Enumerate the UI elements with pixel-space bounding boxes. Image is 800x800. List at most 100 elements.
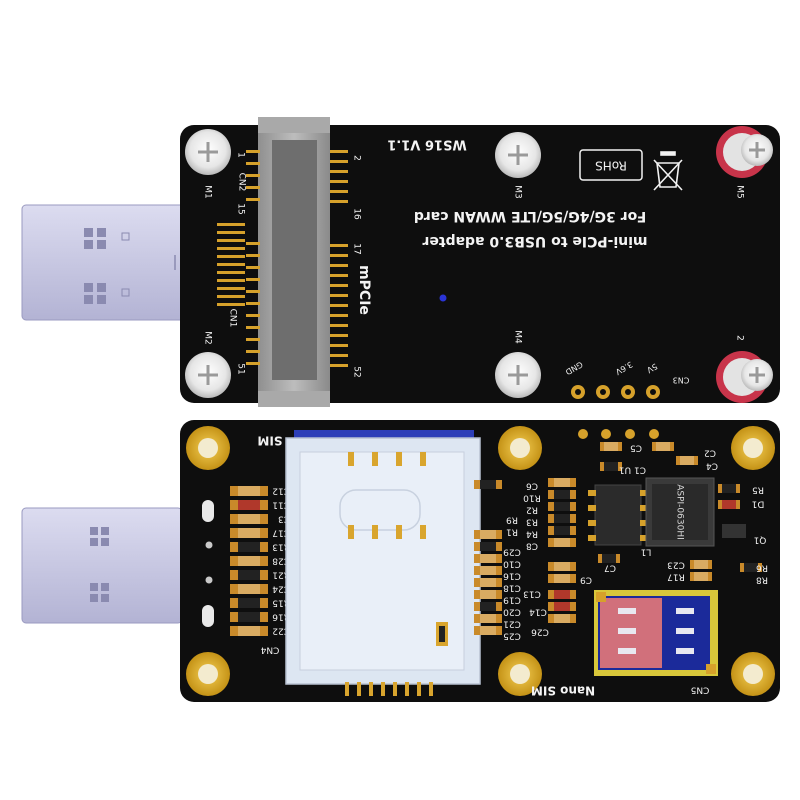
part-label: R13: [272, 542, 290, 552]
bottom-usb-plug: [21, 507, 183, 624]
pin51-label: 51: [236, 363, 246, 374]
pin17-label: 17: [352, 243, 362, 254]
cn3-pads: [571, 385, 660, 399]
part-label: R8: [756, 575, 768, 585]
part-label: C3: [278, 514, 290, 524]
part-label: C19: [503, 595, 521, 605]
left-component-labels: C12 C11 C3 C17 R13 C28 R21 C24 R15 R16 C…: [272, 486, 290, 636]
m2-label: M2: [203, 331, 213, 345]
part-label: C22: [272, 626, 290, 636]
part-label: R15: [272, 598, 290, 608]
part-label: C21: [503, 619, 521, 629]
part-label: C25: [503, 631, 521, 641]
part-label: R10: [523, 493, 541, 503]
rohs-text: RoHS: [595, 159, 627, 173]
part-label: C2: [704, 448, 716, 458]
part-label: C26: [531, 627, 549, 637]
cn5-label: CN5: [691, 685, 710, 695]
part-label: R5: [752, 485, 764, 495]
mpcie-label: mPCIe: [356, 265, 372, 315]
part-label: R4: [526, 529, 538, 539]
inductor: ASPI-0630HI: [645, 477, 715, 547]
part-label: C29: [503, 547, 521, 557]
part-label: L1: [641, 547, 652, 557]
nano-sim-label: Nano SIM: [531, 684, 595, 698]
m5-label: M5: [735, 185, 745, 199]
standoff-m5: [716, 126, 773, 178]
part-label: C11: [272, 500, 290, 510]
part-label: C9: [580, 575, 592, 585]
part-label: R16: [272, 612, 290, 622]
right-small-parts: [598, 442, 762, 581]
m1-label: M1: [203, 185, 213, 199]
part-label: R2: [526, 505, 538, 515]
part-label: R6: [756, 563, 768, 573]
version-label: WS16 V1.1: [387, 137, 466, 152]
usb-solder-slots: [202, 500, 214, 627]
screw-2-label: 2: [735, 335, 745, 341]
sim-bottom-pins: [345, 682, 433, 696]
part-label: R21: [272, 570, 290, 580]
m3-label: M3: [513, 185, 523, 199]
part-label: C1: [634, 465, 646, 475]
part-label: C12: [272, 486, 290, 496]
pad-top-mid: [498, 426, 542, 470]
screw-m4: [495, 352, 541, 398]
led-dot: [439, 294, 447, 302]
part-label: C28: [272, 556, 290, 566]
bottom-board: C12 C11 C3 C17 R13 C28 R21 C24 R15 R16 C…: [21, 420, 780, 702]
cn4-label: CN4: [260, 645, 279, 655]
top-right-pads: [578, 429, 659, 439]
part-label: Q1: [754, 535, 767, 545]
pin2-label: 2: [352, 155, 362, 161]
part-label: C23: [667, 560, 685, 570]
right-component-labels: C5 C2 U1 C1 C4 R5 D1 Q1 R6 C23 R17 C9 C7…: [506, 443, 768, 585]
part-label: C5: [630, 443, 642, 453]
top-board: RoHS WS16 V1.1 For 3G/4G/5G/LTE WWAN car…: [21, 117, 780, 407]
standoff-bottom-right: [716, 351, 773, 403]
part-label: R9: [506, 515, 518, 525]
sim-holder: [285, 430, 481, 685]
part-label: C14: [529, 607, 547, 617]
cn2-label: CN2: [237, 173, 247, 192]
m4-label: M4: [513, 330, 523, 344]
mid-component-labels: C6 R10 R2 R3 R4 C8 R9 C29 C10 C16 C18 C1…: [503, 481, 549, 641]
pad-top-right: [731, 426, 775, 470]
pad-top-left: [186, 426, 230, 470]
slot-pins-left: [246, 150, 260, 365]
rohs-logo: RoHS: [579, 149, 643, 181]
part-label: C20: [503, 607, 521, 617]
part-label: C16: [503, 571, 521, 581]
part-label: C18: [503, 583, 521, 593]
part-label: C4: [706, 461, 718, 471]
pin16-label: 16: [352, 208, 362, 220]
part-label: C17: [272, 528, 290, 538]
pin1-label: 1: [236, 152, 246, 158]
title-line1: mini-PCIe to USB3.0 adapter: [422, 233, 647, 249]
regulator-chip: [588, 484, 648, 546]
title-line2: For 3G/4G/5G/LTE WWAN card: [414, 208, 646, 224]
sim-label: SIM: [257, 434, 282, 448]
part-label: C13: [523, 589, 541, 599]
mpcie-slot: [258, 117, 330, 407]
mid-components: [474, 478, 576, 635]
part-label: R1: [506, 527, 518, 537]
slot-pins-right: [330, 150, 348, 367]
inductor-label: ASPI-0630HI: [675, 484, 685, 540]
part-label: C10: [503, 559, 521, 569]
part-label: R3: [526, 517, 538, 527]
pad-bottom-mid: [498, 652, 542, 696]
part-label: R17: [667, 572, 685, 582]
weee-bin-icon: [653, 151, 683, 191]
screw-m2: [185, 352, 231, 398]
screw-m1: [185, 129, 231, 175]
cn1-label: CN1: [228, 309, 238, 328]
part-label: C24: [272, 584, 290, 594]
part-label: C7: [604, 563, 616, 573]
part-label: C6: [526, 481, 538, 491]
pin15-label: 15: [236, 203, 246, 214]
part-label: C8: [526, 541, 538, 551]
left-components: [230, 486, 268, 636]
top-usb-contacts: [217, 223, 245, 306]
